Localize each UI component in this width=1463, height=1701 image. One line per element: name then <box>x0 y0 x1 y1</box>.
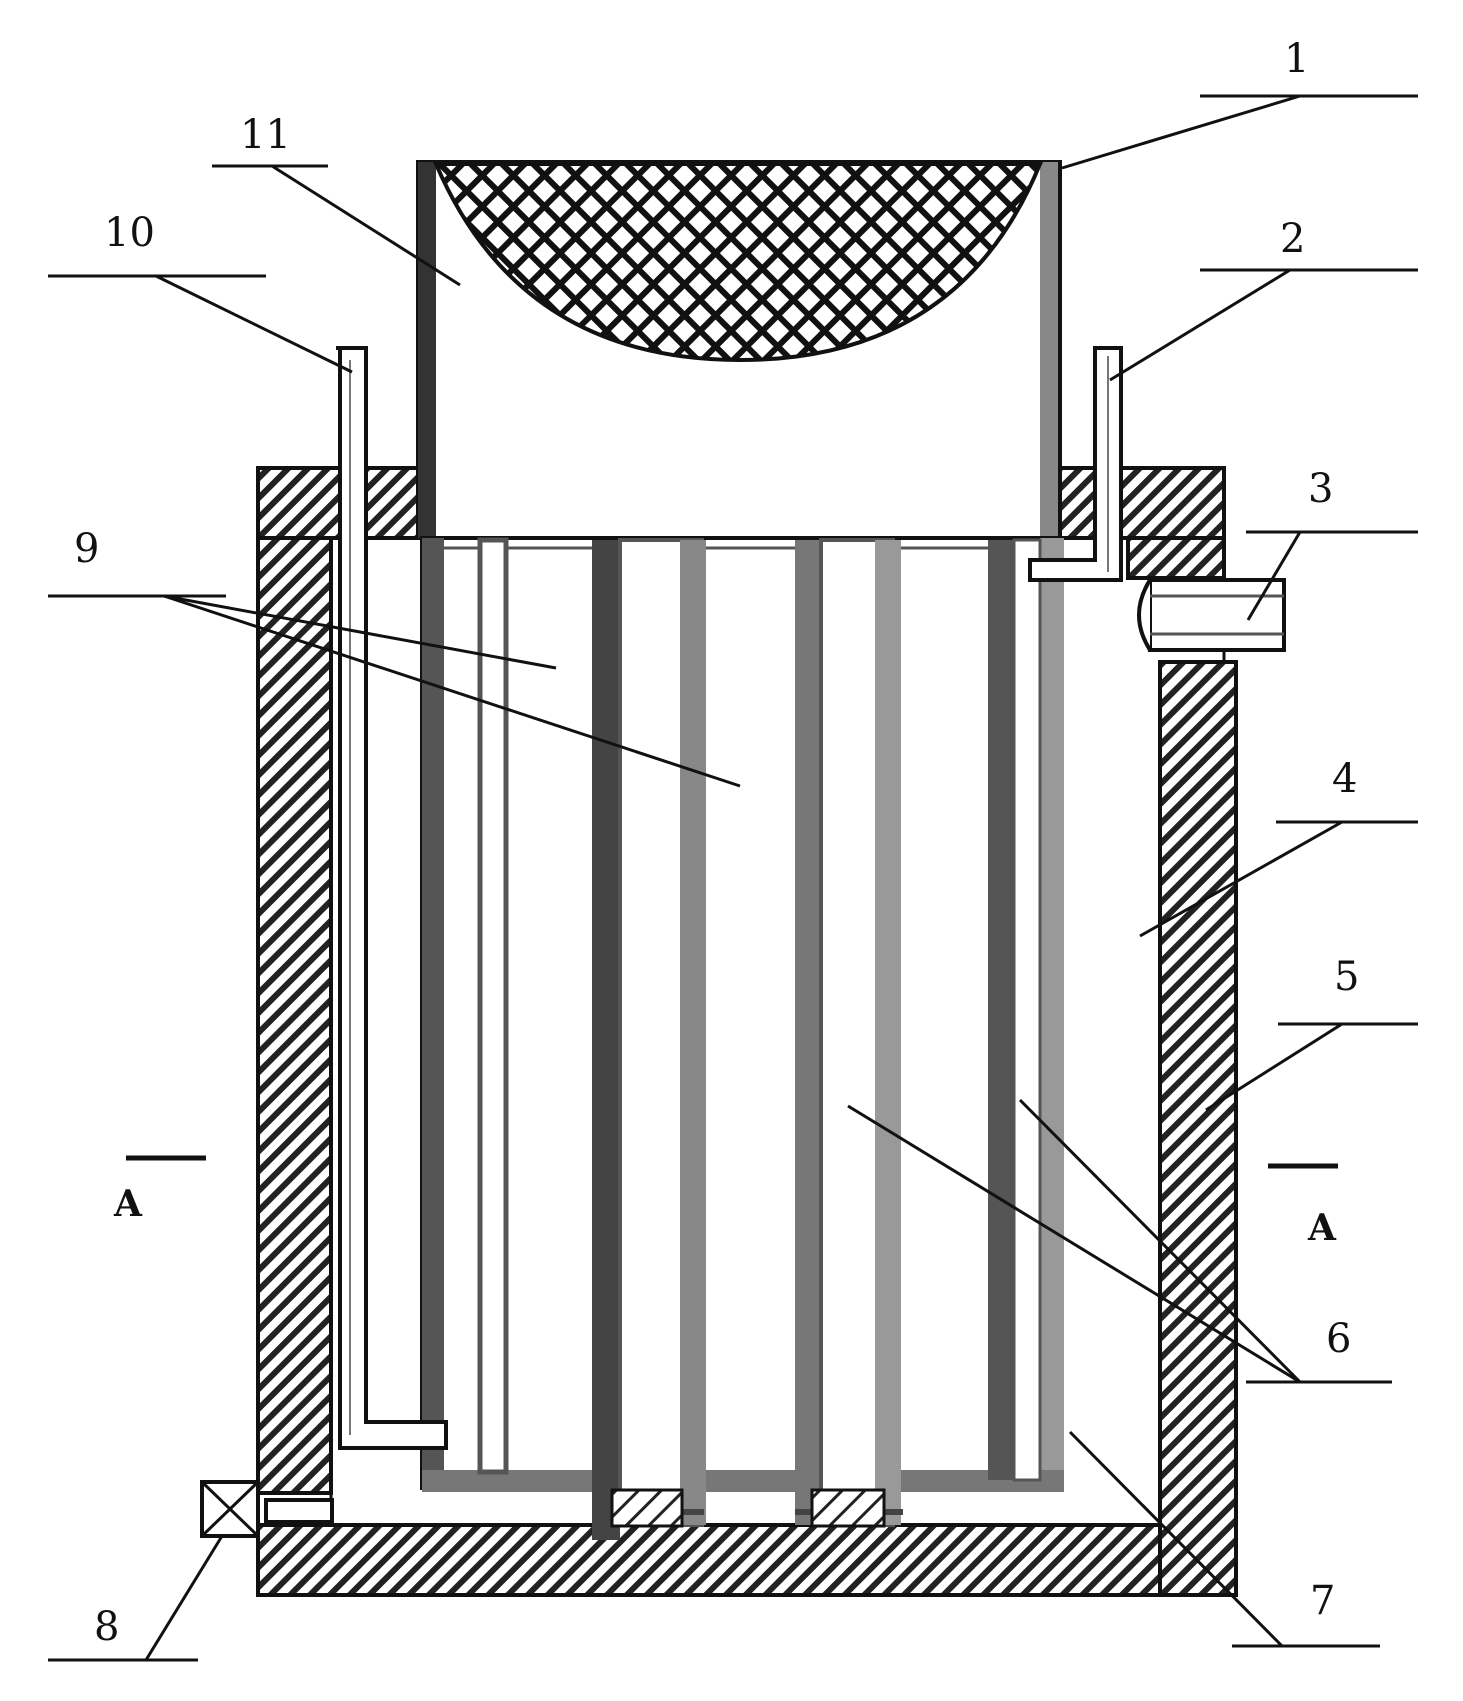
u-tubes <box>477 537 1042 1540</box>
section-mark-left: A <box>113 1183 143 1225</box>
drain-valve <box>200 1480 334 1538</box>
label-6: 6 <box>1326 1316 1351 1362</box>
tube-1 <box>477 537 509 1475</box>
label-2: 2 <box>1280 216 1305 262</box>
label-1: 1 <box>1284 36 1309 82</box>
label-5: 5 <box>1334 954 1359 1000</box>
bottom-supports <box>610 1488 886 1528</box>
label-9: 9 <box>74 526 99 572</box>
label-11: 11 <box>240 112 291 158</box>
mesh-filter <box>432 162 1043 363</box>
tube-frame <box>420 536 1064 1492</box>
label-4: 4 <box>1332 756 1357 802</box>
section-mark-right: A <box>1307 1207 1337 1249</box>
leader-lines <box>48 94 1418 1662</box>
outer-vessel <box>256 466 1238 1597</box>
left-wall <box>256 466 333 1495</box>
right-inlet-pipe <box>1028 346 1123 582</box>
label-3: 3 <box>1308 466 1333 512</box>
label-10: 10 <box>104 210 155 256</box>
label-8: 8 <box>94 1604 119 1650</box>
bottom-wall <box>256 1523 1238 1597</box>
part-labels: 1 11 10 2 3 9 4 5 6 7 8 A A <box>74 36 1359 1650</box>
left-inlet-pipe <box>336 346 448 1450</box>
label-7: 7 <box>1310 1578 1335 1624</box>
inner-chamber-outline <box>329 538 1162 1527</box>
right-top-lid <box>1058 466 1226 540</box>
top-canister <box>416 160 1062 540</box>
right-wall-lower <box>1158 660 1238 1597</box>
outlet-pipe <box>1137 578 1286 652</box>
